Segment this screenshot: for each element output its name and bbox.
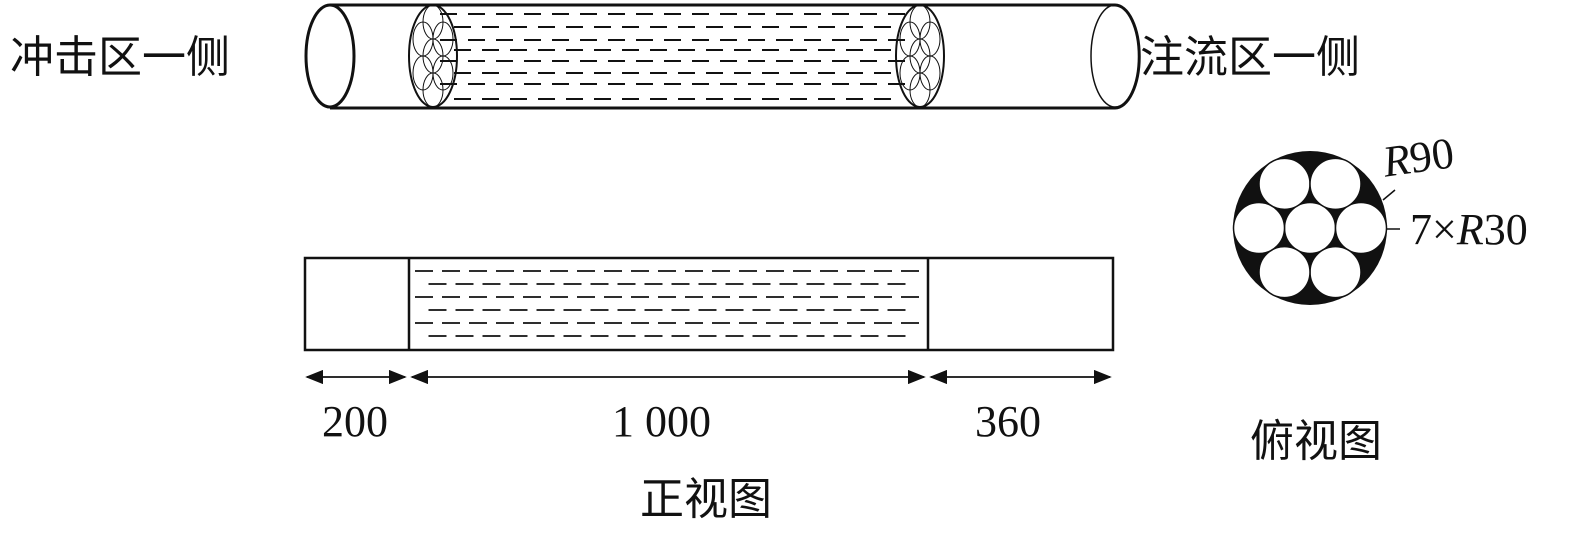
front-view-caption: 正视图 <box>640 474 772 525</box>
rod-end <box>432 55 454 91</box>
cylinder-hatch <box>440 13 905 100</box>
rod-circle <box>1232 201 1286 255</box>
front-view-hatch <box>415 270 919 337</box>
right-plug-rods <box>899 4 941 108</box>
rod-circle <box>1258 157 1311 211</box>
injection-side-label: 注流区一侧 <box>1140 32 1360 83</box>
dimension-right: 360 <box>975 397 1041 446</box>
rod-circle <box>1334 201 1388 255</box>
front-view <box>303 256 1115 352</box>
inner-count: 7× <box>1410 205 1457 254</box>
right-plug-ellipse <box>895 4 945 108</box>
top-view-caption: 俯视图 <box>1250 416 1382 467</box>
left-plug-rods <box>412 4 454 108</box>
rod-end <box>919 55 941 91</box>
inner-radius-value: 30 <box>1483 205 1528 254</box>
outer-radius-label: R90 <box>1380 128 1457 186</box>
cylinder-3d-view <box>304 3 1141 110</box>
cylinder-left-end <box>304 3 356 109</box>
radius-symbol: R <box>1456 205 1484 254</box>
dimension-left: 200 <box>322 397 388 446</box>
rod-circle <box>1309 157 1362 211</box>
rod-circle <box>1258 245 1311 299</box>
top-view-cross-section <box>1232 151 1400 305</box>
rod-circle <box>1283 201 1337 255</box>
rod-circle <box>1309 245 1362 299</box>
impact-side-label: 冲击区一侧 <box>10 32 230 83</box>
left-plug-ellipse <box>408 4 458 108</box>
outer-radius-value: 90 <box>1406 128 1457 183</box>
dimension-middle: 1 000 <box>612 397 711 446</box>
inner-radius-label: 7×R30 <box>1410 208 1528 252</box>
